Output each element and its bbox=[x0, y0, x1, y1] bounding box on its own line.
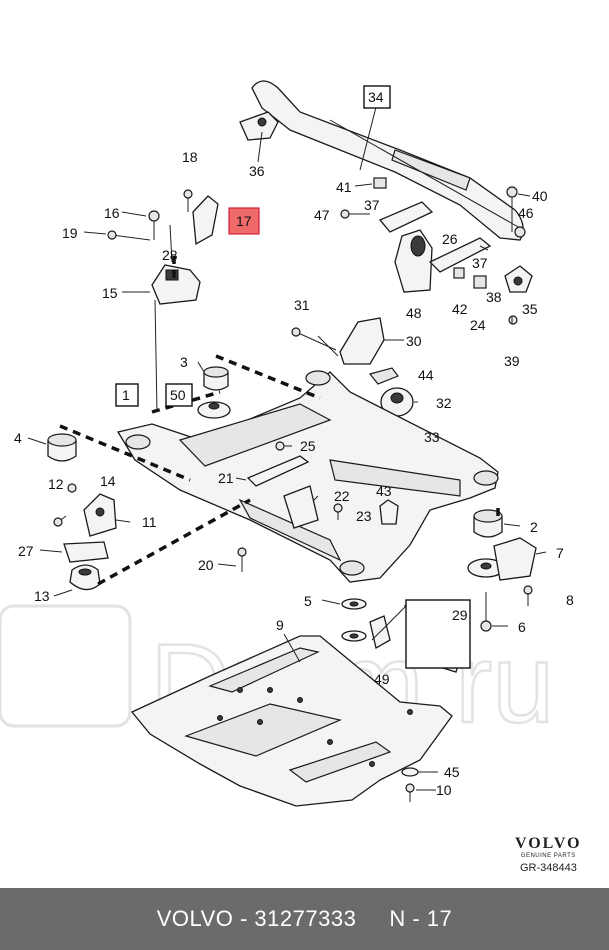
callout-box-17-highlight bbox=[228, 207, 260, 235]
left-lower-mount bbox=[53, 483, 117, 591]
callout-37: 37 bbox=[364, 197, 380, 213]
callout-14: 14 bbox=[100, 473, 116, 489]
engine-mount-right bbox=[340, 177, 492, 293]
callout-32: 32 bbox=[436, 395, 452, 411]
bracket-36-part bbox=[239, 111, 279, 141]
callout-16: 16 bbox=[104, 205, 120, 221]
callout-4: 4 bbox=[14, 430, 22, 446]
diagram-reference: GR-348443 bbox=[520, 862, 577, 874]
callout-6: 6 bbox=[518, 619, 526, 635]
callout-39: 39 bbox=[504, 353, 520, 369]
exploded-parts-diagram: Drom.ru bbox=[0, 80, 574, 807]
callout-10: 10 bbox=[436, 782, 452, 798]
callout-leaders bbox=[27, 106, 547, 791]
callout-20: 20 bbox=[198, 557, 214, 573]
callout-1: 1 bbox=[122, 387, 130, 403]
callout-41: 41 bbox=[336, 179, 352, 195]
right-lower-mount bbox=[467, 509, 537, 632]
callout-34: 34 bbox=[368, 89, 384, 105]
callout-31: 31 bbox=[294, 297, 310, 313]
fasteners-45-10 bbox=[401, 767, 419, 802]
part-number-label: VOLVO - 31277333 N - 17 bbox=[156, 906, 453, 931]
callout-2: 2 bbox=[530, 519, 538, 535]
callout-28: 28 bbox=[162, 247, 178, 263]
callout-30: 30 bbox=[406, 333, 422, 349]
callout-13: 13 bbox=[34, 588, 50, 604]
callout-45: 45 bbox=[444, 764, 460, 780]
center-parts bbox=[246, 441, 399, 529]
guide-lines bbox=[59, 256, 500, 586]
callout-40: 40 bbox=[532, 188, 548, 204]
strut-bar-part bbox=[251, 80, 524, 241]
right-stud-stack bbox=[504, 186, 533, 325]
bushing-3-50 bbox=[197, 366, 231, 419]
callout-15: 15 bbox=[102, 285, 118, 301]
brand-logo-block: VOLVO GENUINE PARTS bbox=[515, 835, 582, 859]
callout-38: 38 bbox=[486, 289, 502, 305]
footer-bar: VOLVO - 31277333 N - 17 bbox=[0, 888, 609, 950]
callout-7: 7 bbox=[556, 545, 564, 561]
callout-11: 11 bbox=[142, 514, 157, 530]
callout-box-50 bbox=[165, 383, 193, 407]
callout-37b: 37 bbox=[472, 255, 488, 271]
volvo-logo: VOLVO bbox=[515, 835, 582, 852]
callout-18: 18 bbox=[182, 149, 198, 165]
callout-24: 24 bbox=[470, 317, 486, 333]
callout-23: 23 bbox=[356, 508, 372, 524]
callout-27: 27 bbox=[18, 543, 34, 559]
callout-43: 43 bbox=[376, 483, 392, 499]
callout-49: 49 bbox=[374, 671, 390, 687]
callout-47: 47 bbox=[314, 207, 330, 223]
callout-36: 36 bbox=[249, 163, 265, 179]
callout-35: 35 bbox=[522, 301, 538, 317]
callout-9: 9 bbox=[276, 617, 284, 633]
callout-29: 29 bbox=[452, 607, 468, 623]
callout-44: 44 bbox=[418, 367, 434, 383]
callout-33: 33 bbox=[424, 429, 440, 445]
callout-21: 21 bbox=[218, 470, 234, 486]
subframe-part bbox=[116, 370, 499, 583]
bushing-4 bbox=[47, 433, 77, 462]
callout-46: 46 bbox=[518, 205, 534, 221]
callout-26: 26 bbox=[442, 231, 458, 247]
callout-50: 50 bbox=[170, 387, 186, 403]
callout-box-29 bbox=[405, 599, 471, 669]
callout-labels: 34 36 18 16 17 19 28 15 41 37 47 26 48 4… bbox=[14, 89, 574, 798]
skid-plate-part bbox=[130, 635, 453, 807]
genuine-parts-label: GENUINE PARTS bbox=[520, 853, 576, 859]
callout-42: 42 bbox=[452, 301, 468, 317]
callout-12: 12 bbox=[48, 476, 64, 492]
callout-17: 17 bbox=[236, 213, 252, 229]
callout-5: 5 bbox=[304, 593, 312, 609]
callout-25: 25 bbox=[300, 438, 316, 454]
rear-mount-group bbox=[291, 317, 414, 445]
callout-48: 48 bbox=[406, 305, 422, 321]
callout-19: 19 bbox=[62, 225, 78, 241]
callout-3: 3 bbox=[180, 354, 188, 370]
callout-box-34 bbox=[363, 85, 391, 109]
callout-8: 8 bbox=[566, 592, 574, 608]
engine-mount-left bbox=[107, 189, 219, 305]
callout-22: 22 bbox=[334, 488, 350, 504]
callout-box-1 bbox=[115, 383, 139, 407]
